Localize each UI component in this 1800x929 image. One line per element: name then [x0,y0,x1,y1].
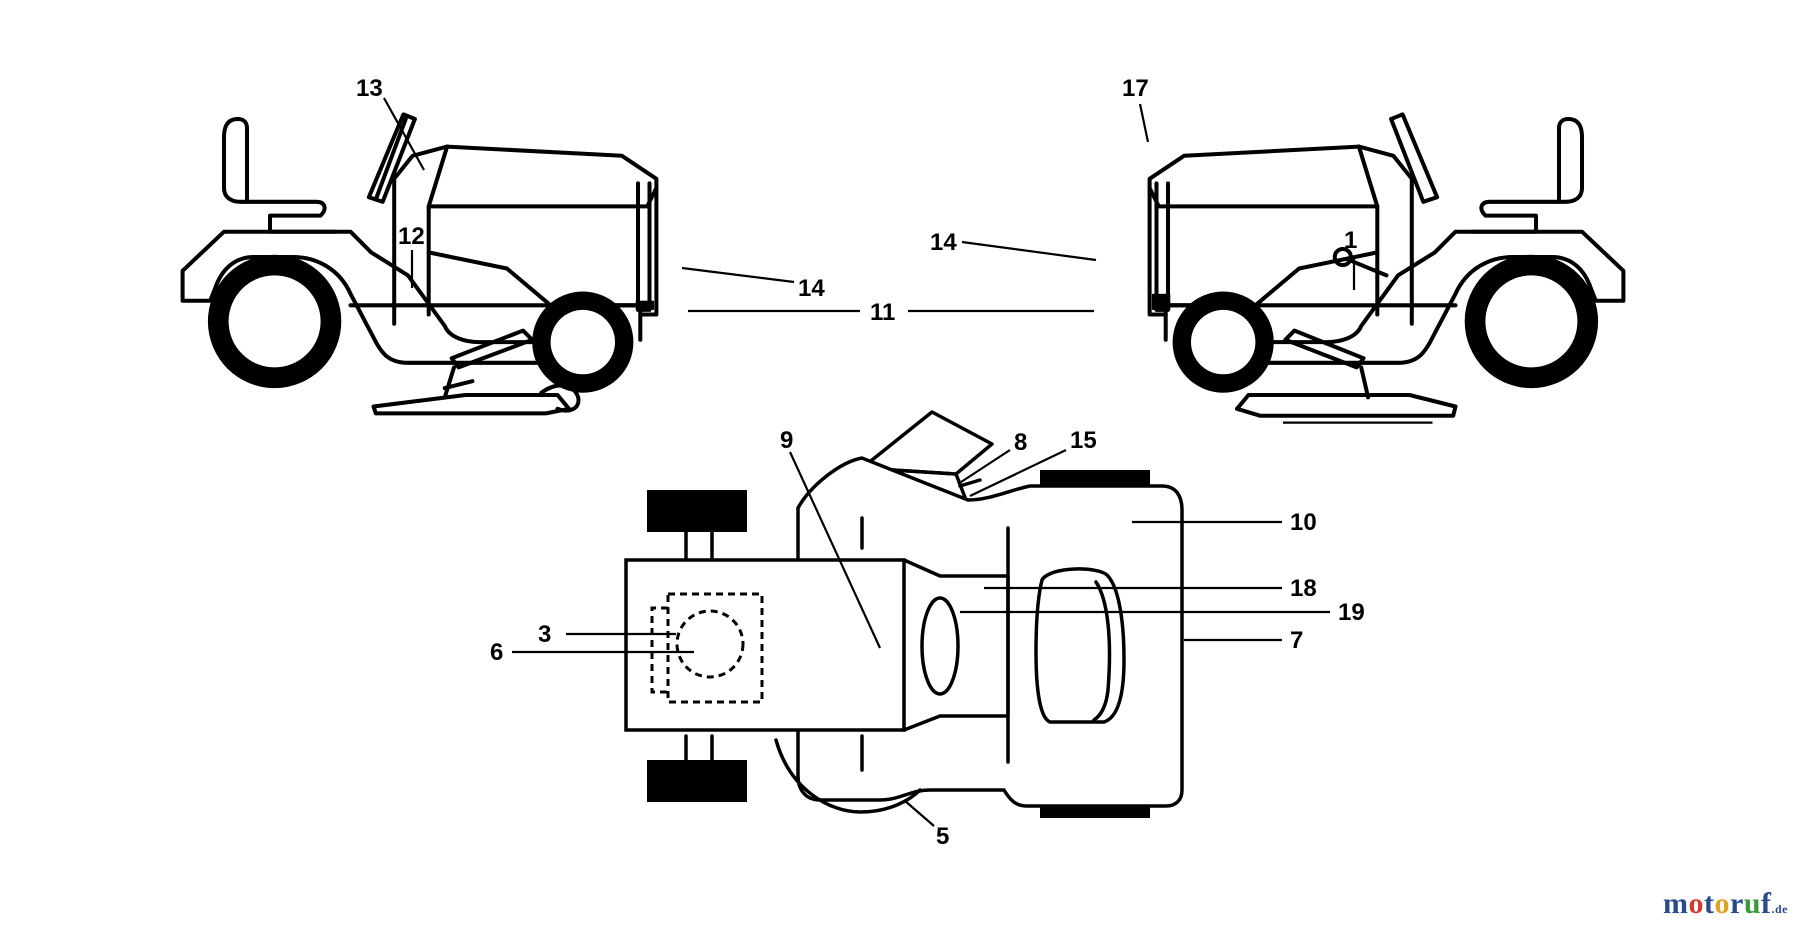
callout-14-left: 14 [798,275,825,302]
callout-19: 19 [1338,599,1365,626]
watermark-letter: f [1761,887,1772,920]
watermark-letter: m [1662,887,1689,920]
watermark-letter: r [1729,887,1744,920]
tractor-left-side-view [180,112,659,416]
watermark-suffix: .de [1771,902,1788,916]
callout-9: 9 [780,427,793,454]
callout-6: 6 [490,639,503,666]
callout-11: 11 [870,299,895,326]
watermark-letter: o [1714,887,1730,920]
callout-5: 5 [936,823,949,850]
callout-18: 18 [1290,575,1317,602]
callout-10: 10 [1290,509,1317,536]
callout-14-right: 14 [930,229,957,256]
callout-8: 8 [1014,429,1027,456]
callout-17: 17 [1122,75,1149,102]
rear-tire-top [647,490,747,532]
callout-15: 15 [1070,427,1097,454]
callout-1: 1 [1344,227,1357,254]
watermark-letter: t [1703,887,1715,920]
watermark-letter: u [1743,887,1761,920]
tractor-right-side-view [1147,112,1626,424]
callout-7: 7 [1290,627,1303,654]
watermark-letter: o [1688,887,1704,920]
motoruf-watermark-logo: motoruf.de [1663,887,1788,921]
rear-tire-bottom [647,760,747,802]
callout-12: 12 [398,223,425,250]
tractor-top-view [624,410,1184,818]
callout-13: 13 [356,75,383,102]
callout-3: 3 [538,621,551,648]
